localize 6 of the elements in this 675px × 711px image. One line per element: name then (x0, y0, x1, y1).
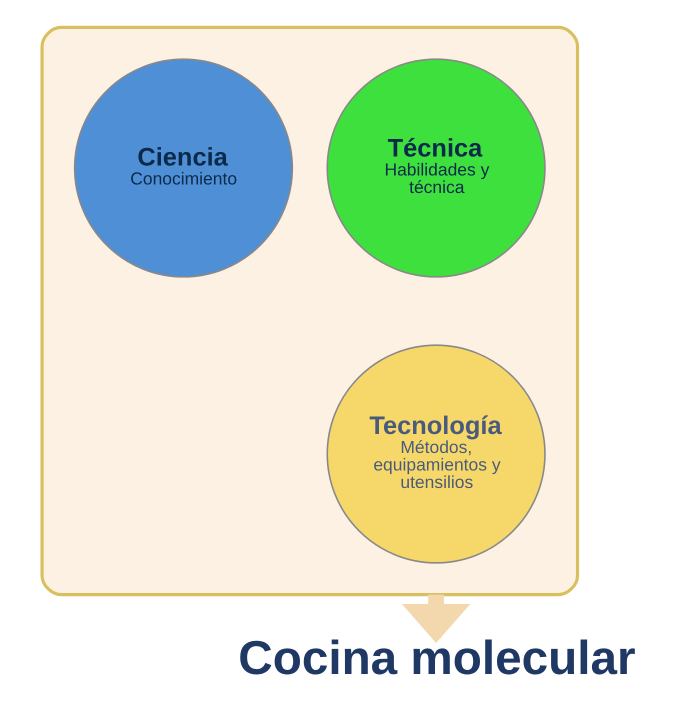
arrow (401, 594, 470, 644)
node-circle: Ciencia Conocimiento (73, 58, 293, 278)
node-circle: Técnica Habilidades y técnica (326, 58, 546, 278)
node-text: Cocina molecular (238, 632, 636, 686)
node-circle: Tecnología Métodos, equipamientos y utensilios (326, 344, 546, 564)
cluster (40, 26, 579, 596)
